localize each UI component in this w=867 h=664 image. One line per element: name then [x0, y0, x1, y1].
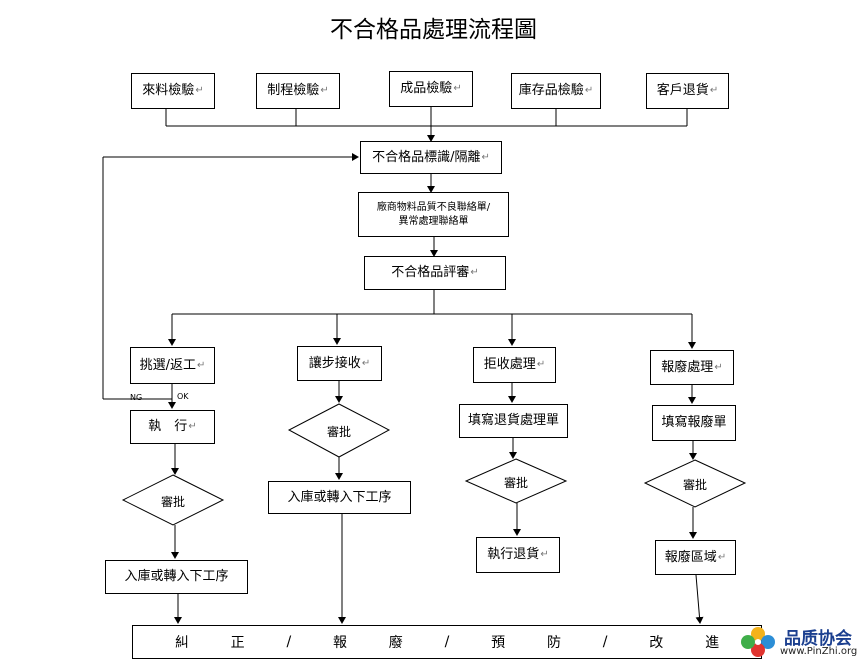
rework-box: 挑選/返工↵ [130, 347, 215, 384]
concession-box: 讓步接收↵ [297, 346, 382, 381]
scrap-area-box: 報廢區域↵ [655, 540, 736, 575]
process-inspection-box: 制程檢驗↵ [256, 73, 340, 109]
approve-label-3: 審批 [503, 476, 528, 490]
approve-label-1: 審批 [160, 495, 185, 509]
approve-label-2: 審批 [326, 425, 351, 439]
approve-diamond-3 [464, 458, 568, 504]
to-next-process-box-2: 入庫或轉入下工序 [268, 481, 411, 514]
approve-diamond-1 [121, 474, 225, 526]
ng-label: NG [130, 393, 143, 402]
incoming-inspection-box: 來料檢驗↵ [131, 73, 215, 109]
fill-return-form-box: 填寫退貨處理單 [459, 404, 568, 438]
approve-diamond-2 [287, 403, 391, 458]
to-next-process-box-1: 入庫或轉入下工序 [105, 560, 248, 594]
nc-mark-isolate-box: 不合格品標識/隔離↵ [360, 141, 502, 174]
ok-label: OK [177, 392, 189, 401]
execute-return-box: 執行退貨↵ [476, 537, 560, 573]
pinzhi-logo: 品质协会 www.PinZhi.org [738, 622, 866, 664]
approve-diamond-4 [643, 459, 747, 508]
nc-review-box: 不合格品評審↵ [364, 256, 506, 290]
corrective-action-box: 糾正/ 報廢/ 預防/ 改進 [132, 625, 762, 659]
logo-url: www.PinZhi.org [780, 646, 858, 657]
scrap-box: 報廢處理↵ [650, 350, 734, 385]
execute-box: 執 行↵ [130, 410, 215, 444]
finished-inspection-box: 成品檢驗↵ [389, 71, 473, 107]
flower-logo-icon [741, 627, 775, 657]
logo-name: 品质协会 [784, 629, 852, 649]
reject-box: 拒收處理↵ [473, 347, 556, 383]
page-title: 不合格品處理流程圖 [330, 17, 537, 43]
contact-form-box: 廠商物料品質不良聯絡單/ 異常處理聯絡單 [358, 192, 509, 237]
approve-label-4: 審批 [682, 478, 707, 492]
customer-return-box: 客戶退貨↵ [646, 73, 729, 109]
stock-inspection-box: 庫存品檢驗↵ [511, 73, 601, 109]
fill-scrap-form-box: 填寫報廢單 [652, 405, 736, 441]
